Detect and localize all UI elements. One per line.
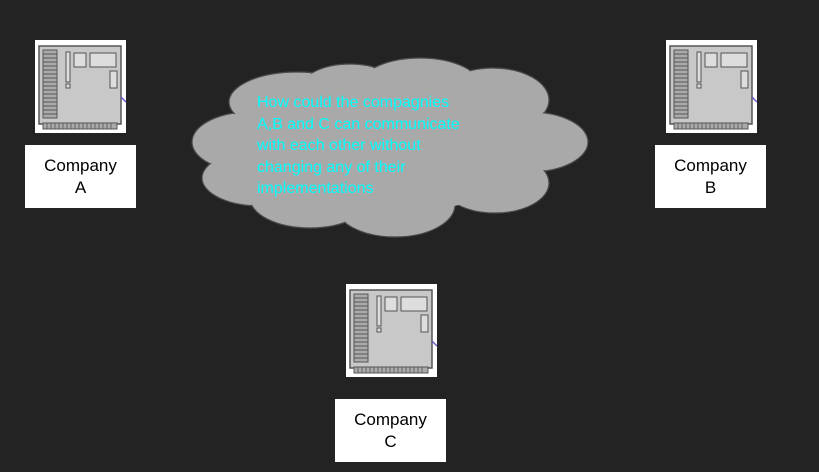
cloud-question-text: How could the compagnies A,B and C can c…	[257, 92, 497, 200]
company-b-label-line2: B	[704, 177, 717, 197]
cloud-shape	[191, 57, 589, 238]
company-a-label-line1: Company	[44, 155, 117, 175]
cloud-text-line: with each other without	[257, 137, 421, 154]
company-c-label: Company C	[335, 399, 446, 462]
server-icon-company-b	[666, 40, 757, 133]
company-b-label-line1: Company	[674, 155, 747, 175]
server-icon	[38, 45, 126, 130]
company-c-label-line1: Company	[354, 409, 427, 429]
server-icon-company-a	[35, 40, 126, 133]
cloud-text-line: implementations	[257, 180, 374, 197]
company-a-label: Company A	[25, 145, 136, 208]
server-icon	[349, 289, 437, 374]
cloud-text-line: How could the compagnies	[257, 94, 450, 111]
company-c-label-line2: C	[384, 431, 397, 451]
server-icon	[669, 45, 757, 130]
company-b-label: Company B	[655, 145, 766, 208]
company-a-label-line2: A	[74, 177, 87, 197]
server-icon-company-c	[346, 284, 437, 377]
cloud-text-line: A,B and C can communicate	[257, 115, 460, 133]
cloud-text-line: changing any of their	[257, 158, 406, 176]
